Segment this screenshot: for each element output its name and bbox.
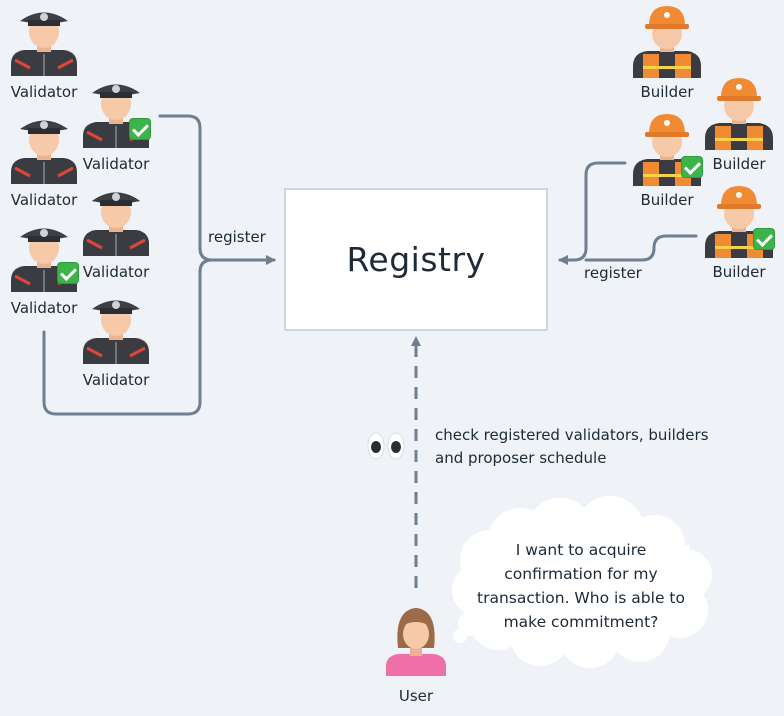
validator-1-label: Validator <box>10 83 78 101</box>
validator-6-icon <box>83 300 149 364</box>
validator-2-icon <box>83 84 149 148</box>
validator-1-icon <box>11 12 77 76</box>
check-note: check registered validators, builders an… <box>435 424 709 470</box>
builder-2-label: Builder <box>712 155 766 173</box>
builder-4-label: Builder <box>712 263 766 281</box>
left-eye-icon <box>367 432 385 460</box>
registry-label: Registry <box>346 240 486 279</box>
check-note-line-1: check registered validators, builders <box>435 426 709 444</box>
user-avatar-icon <box>386 608 446 676</box>
validator-6-label: Validator <box>82 371 150 389</box>
validator-7-icon <box>83 192 149 256</box>
speech-bubble-icon <box>452 496 712 668</box>
speech-line-4: make commitment? <box>503 613 659 631</box>
builder-1-icon <box>633 6 701 78</box>
validator-3-icon <box>11 120 77 184</box>
speech-bubble-text: I want to acquire confirmation for my tr… <box>470 538 692 634</box>
speech-line-2: confirmation for my <box>504 565 658 583</box>
validator-4-label: Validator <box>82 263 150 281</box>
check-note-line-2: and proposer schedule <box>435 449 607 467</box>
builder-2-icon <box>705 78 773 150</box>
speech-line-3: transaction. Who is able to <box>477 589 685 607</box>
check-mark-icon <box>57 262 79 284</box>
right-bracket-line <box>584 234 698 262</box>
left-register-label: register <box>208 228 266 246</box>
builder-3-label: Builder <box>640 191 694 209</box>
right-register-label: register <box>584 264 642 282</box>
left-bracket-line <box>42 258 214 416</box>
right-register-arrow <box>558 161 627 265</box>
validator-5-label: Validator <box>10 299 78 317</box>
builder-1-label: Builder <box>640 83 694 101</box>
check-mark-icon <box>753 228 775 250</box>
validator-2-label: Validator <box>82 155 150 173</box>
user-label: User <box>398 687 434 705</box>
validator-3-label: Validator <box>10 191 78 209</box>
right-eye-icon <box>387 432 405 460</box>
registry-box: Registry <box>284 188 548 331</box>
speech-line-1: I want to acquire <box>515 541 647 559</box>
check-mark-icon <box>129 118 151 140</box>
check-mark-icon <box>681 156 703 178</box>
